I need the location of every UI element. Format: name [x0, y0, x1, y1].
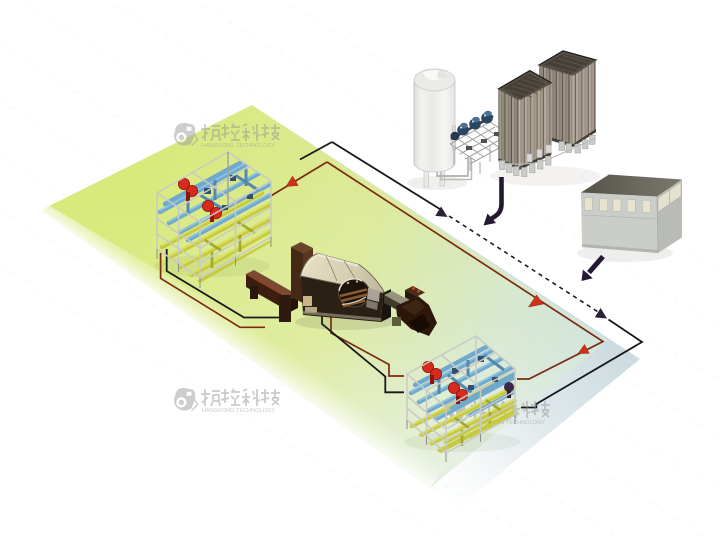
svg-text:HANGKONG TECHNOLOGY: HANGKONG TECHNOLOGY — [202, 143, 275, 149]
